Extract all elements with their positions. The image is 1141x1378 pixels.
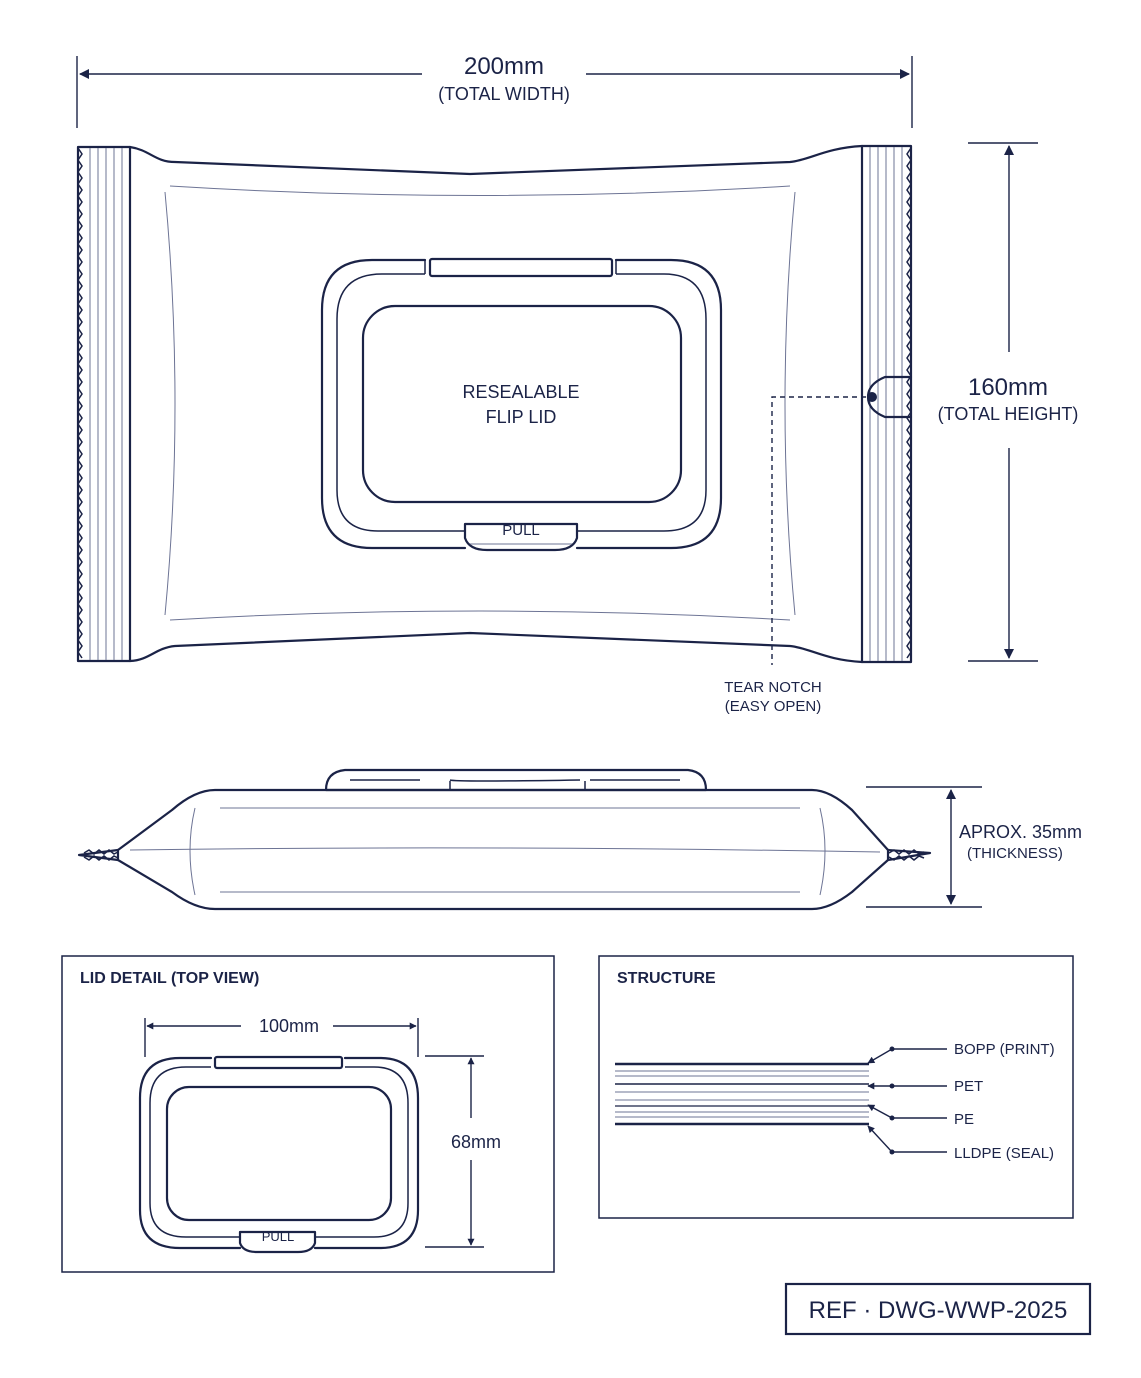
lid-label-line2: FLIP LID bbox=[486, 407, 557, 427]
layer-label-lldpe: LLDPE (SEAL) bbox=[954, 1145, 1054, 1162]
pack-front-view: TEAR NOTCH (EASY OPEN) RESEALABLE FLIP L… bbox=[76, 144, 913, 715]
lid-label-line1: RESEALABLE bbox=[462, 382, 579, 402]
tear-notch-dot bbox=[867, 392, 877, 402]
thickness-label: (THICKNESS) bbox=[967, 845, 1063, 862]
layer-label-pet: PET bbox=[954, 1078, 983, 1095]
thickness-dimension: APROX. 35mm (THICKNESS) bbox=[866, 786, 1082, 908]
lid-detail-pull-label: PULL bbox=[262, 1229, 295, 1244]
lid-width-value: 100mm bbox=[259, 1016, 319, 1036]
tear-notch-label: TEAR NOTCH bbox=[724, 679, 822, 696]
height-dimension: 160mm (TOTAL HEIGHT) bbox=[938, 142, 1079, 662]
reference-code: REF · DWG-WWP-2025 bbox=[809, 1297, 1068, 1324]
lid-detail-drawing: PULL bbox=[138, 1055, 420, 1254]
height-value: 160mm bbox=[968, 374, 1048, 401]
lid-height-value: 68mm bbox=[451, 1132, 501, 1152]
tear-notch-sub-label: (EASY OPEN) bbox=[725, 698, 821, 715]
reference-box: REF · DWG-WWP-2025 bbox=[784, 1282, 1092, 1336]
layer-label-pe: PE bbox=[954, 1111, 974, 1128]
layer-stack bbox=[615, 1062, 869, 1126]
layer-label-bopp: BOPP (PRINT) bbox=[954, 1041, 1055, 1058]
right-crimp-edge bbox=[906, 147, 912, 659]
layer-leaders bbox=[867, 1046, 947, 1155]
tear-notch-leader bbox=[771, 396, 866, 665]
width-value: 200mm bbox=[464, 53, 544, 80]
lid-detail-title: LID DETAIL (TOP VIEW) bbox=[80, 970, 259, 987]
structure-title: STRUCTURE bbox=[617, 970, 716, 987]
pull-label: PULL bbox=[502, 522, 540, 539]
structure-panel: STRUCTURE BOPP (PRI bbox=[598, 955, 1074, 1219]
lid-detail-panel: LID DETAIL (TOP VIEW) 100mm 68mm PULL bbox=[61, 955, 555, 1273]
thickness-value: APROX. 35mm bbox=[959, 822, 1082, 842]
resealable-lid: RESEALABLE FLIP LID PULL bbox=[320, 257, 723, 552]
width-dimension: 200mm (TOTAL WIDTH) bbox=[76, 53, 913, 128]
pack-side-view bbox=[77, 768, 932, 911]
width-label: (TOTAL WIDTH) bbox=[438, 84, 570, 104]
pull-tab bbox=[463, 522, 579, 552]
left-crimp-edge bbox=[77, 147, 83, 659]
height-label: (TOTAL HEIGHT) bbox=[938, 404, 1079, 424]
